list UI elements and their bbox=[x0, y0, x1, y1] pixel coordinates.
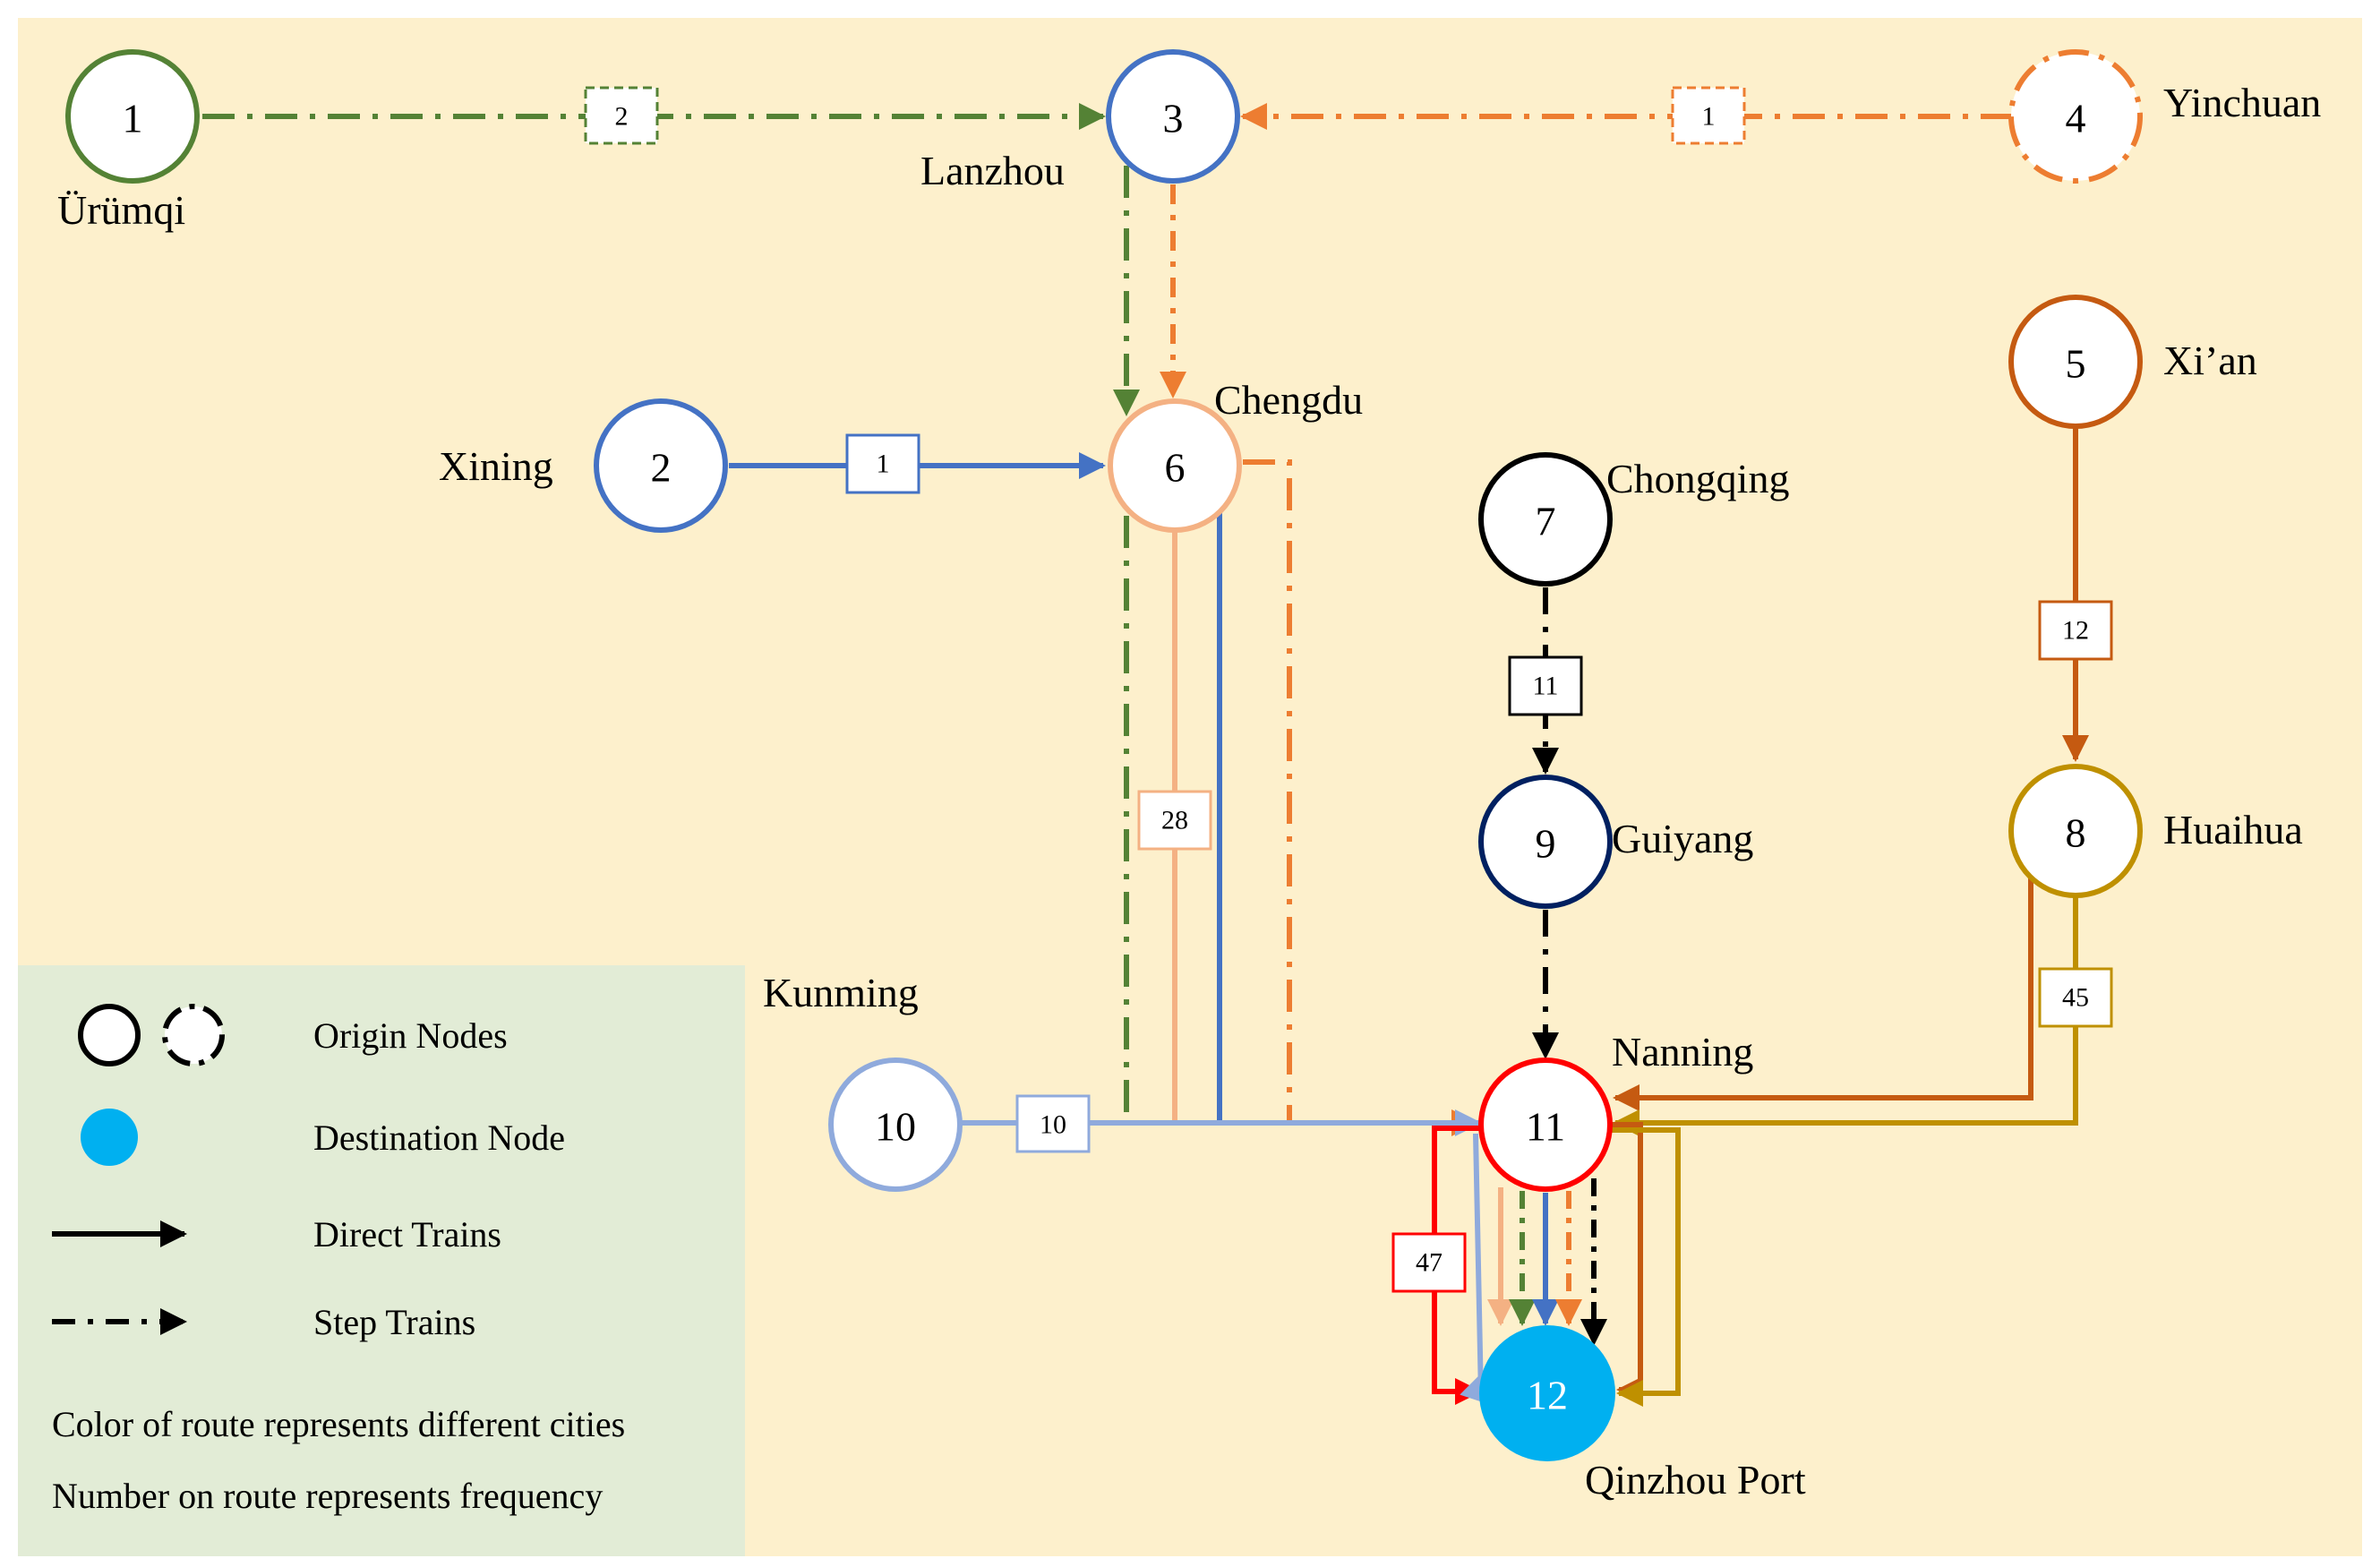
city-label-nanning: Nanning bbox=[1612, 1029, 1753, 1075]
svg-text:5: 5 bbox=[2066, 341, 2086, 387]
city-label-yinchuan: Yinchuan bbox=[2163, 80, 2321, 125]
svg-text:3: 3 bbox=[1163, 96, 1184, 141]
svg-text:1: 1 bbox=[1702, 102, 1716, 132]
freq-label-8-11: 45 bbox=[2038, 967, 2113, 1028]
svg-text:2: 2 bbox=[615, 102, 629, 132]
legend-step-label: Step Trains bbox=[313, 1302, 475, 1342]
legend-destination-label: Destination Node bbox=[313, 1117, 565, 1158]
node-4: 4 bbox=[2008, 49, 2143, 184]
node-1: 1 bbox=[65, 49, 200, 184]
svg-text:4: 4 bbox=[2066, 96, 2086, 141]
node-10: 10 bbox=[828, 1058, 963, 1192]
freq-label-1-3: 2 bbox=[584, 86, 659, 145]
freq-label-4-3: 1 bbox=[1671, 86, 1746, 145]
svg-text:28: 28 bbox=[1161, 806, 1188, 835]
svg-text:6: 6 bbox=[1165, 445, 1186, 491]
city-label-chengdu: Chengdu bbox=[1214, 377, 1363, 423]
svg-text:45: 45 bbox=[2062, 983, 2089, 1013]
city-label-huaihua: Huaihua bbox=[2163, 807, 2303, 852]
node-2: 2 bbox=[594, 398, 728, 533]
city-label-xining: Xining bbox=[439, 443, 553, 489]
svg-text:8: 8 bbox=[2066, 810, 2086, 856]
freq-label-10-11: 10 bbox=[1015, 1094, 1091, 1153]
route-11-12-huaihua bbox=[1612, 1127, 1681, 1407]
svg-text:12: 12 bbox=[1527, 1373, 1568, 1418]
legend-origin-solid-icon bbox=[78, 1004, 141, 1066]
node-12: 12 bbox=[1479, 1325, 1615, 1461]
freq-label-11-12: 47 bbox=[1391, 1232, 1467, 1293]
freq-label-2-6: 1 bbox=[845, 433, 920, 494]
svg-text:10: 10 bbox=[1040, 1110, 1066, 1140]
city-label-urumqi: Ürümqi bbox=[57, 187, 185, 233]
svg-text:11: 11 bbox=[1533, 672, 1559, 701]
freq-label-7-9: 11 bbox=[1508, 655, 1583, 716]
legend-note-color: Color of route represents different citi… bbox=[52, 1404, 625, 1444]
legend-origin-label: Origin Nodes bbox=[313, 1015, 508, 1056]
node-11: 11 bbox=[1478, 1058, 1613, 1192]
routes-layer bbox=[202, 103, 2089, 1407]
node-5: 5 bbox=[2008, 295, 2143, 429]
legend-note-number: Number on route represents frequency bbox=[52, 1476, 603, 1516]
legend-destination-icon bbox=[81, 1109, 138, 1166]
svg-text:1: 1 bbox=[123, 96, 143, 141]
svg-text:1: 1 bbox=[877, 450, 890, 479]
legend-direct-label: Direct Trains bbox=[313, 1214, 501, 1254]
city-label-chongqing: Chongqing bbox=[1606, 456, 1789, 501]
city-labels: Ürümqi Xining Lanzhou Yinchuan Xi’an Che… bbox=[57, 80, 2321, 1503]
svg-text:11: 11 bbox=[1526, 1104, 1565, 1150]
route-8-11-xian bbox=[1613, 878, 2033, 1111]
frequency-labels: 2 1 1 28 11 12 45 10 bbox=[584, 86, 2113, 1293]
legend-background bbox=[18, 965, 745, 1556]
city-label-guiyang: Guiyang bbox=[1612, 816, 1753, 861]
svg-text:2: 2 bbox=[651, 445, 672, 491]
city-label-kunming: Kunming bbox=[763, 970, 919, 1015]
svg-text:12: 12 bbox=[2062, 616, 2089, 646]
city-label-xian: Xi’an bbox=[2163, 338, 2257, 383]
freq-label-5-8: 12 bbox=[2038, 600, 2113, 661]
legend-origin-dashed-icon bbox=[162, 1004, 225, 1066]
city-label-lanzhou: Lanzhou bbox=[920, 148, 1065, 193]
svg-text:47: 47 bbox=[1416, 1248, 1443, 1278]
city-label-qinzhou: Qinzhou Port bbox=[1585, 1457, 1806, 1503]
legend: Origin Nodes Destination Node Direct Tra… bbox=[18, 965, 745, 1556]
node-3: 3 bbox=[1106, 49, 1240, 184]
node-6: 6 bbox=[1108, 398, 1242, 533]
svg-text:10: 10 bbox=[875, 1104, 916, 1150]
svg-text:9: 9 bbox=[1536, 821, 1556, 867]
node-9: 9 bbox=[1478, 775, 1613, 909]
nodes-layer: 1 2 3 4 5 6 7 8 bbox=[65, 49, 2143, 1461]
svg-text:7: 7 bbox=[1536, 499, 1556, 544]
freq-label-6-11: 28 bbox=[1137, 790, 1212, 851]
node-8: 8 bbox=[2008, 764, 2143, 898]
node-7: 7 bbox=[1478, 452, 1613, 587]
